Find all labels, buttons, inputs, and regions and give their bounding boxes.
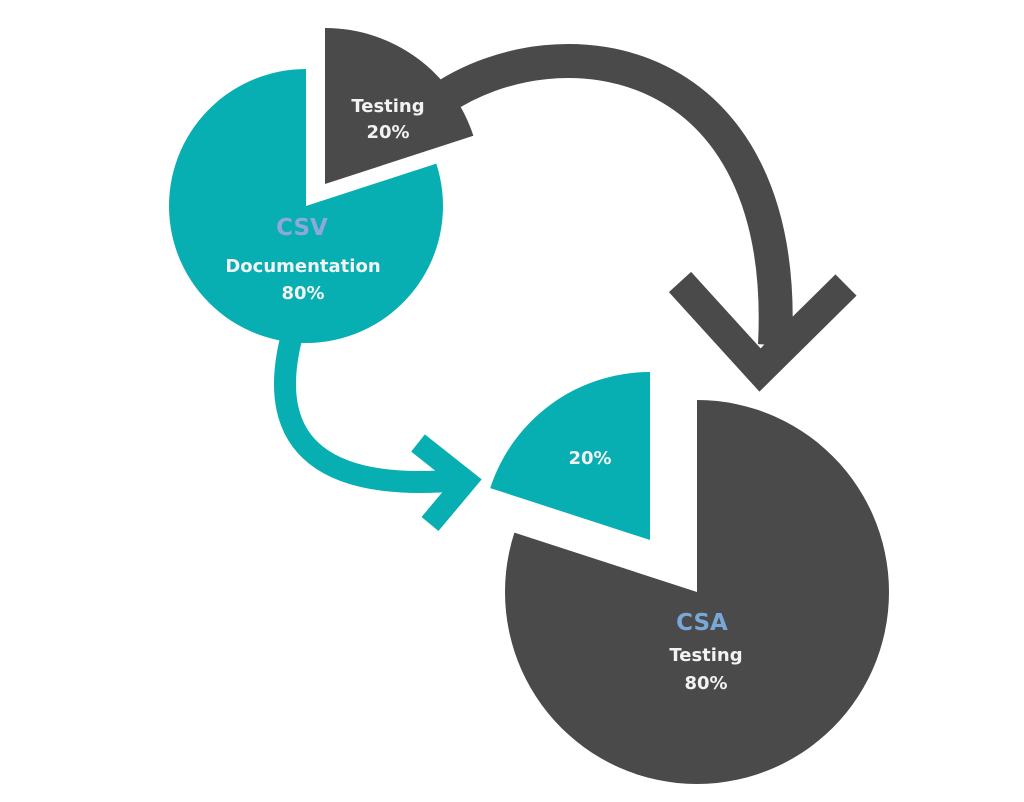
- csa-documentation-slice: [490, 372, 650, 540]
- csv-testing-slice: [325, 28, 474, 184]
- csv-testing-value: 20%: [366, 122, 409, 143]
- documentation-shift-arrow: [273, 332, 462, 493]
- csv-testing-label: Testing: [351, 96, 424, 117]
- csa-testing-label: Testing: [669, 645, 742, 666]
- csa-testing-slice: [505, 400, 890, 784]
- csa-title: CSA: [676, 610, 728, 636]
- csv-documentation-value: 80%: [281, 283, 324, 304]
- testing-shift-arrowhead: [668, 271, 857, 392]
- csa-small-slice-value: 20%: [568, 448, 611, 469]
- testing-shift-arrow: [430, 44, 793, 346]
- documentation-shift-arrowhead: [411, 434, 482, 532]
- csv-documentation-slice: [169, 69, 443, 344]
- csv-documentation-label: Documentation: [225, 256, 380, 277]
- csa-testing-value: 80%: [684, 673, 727, 694]
- csv-title: CSV: [276, 215, 328, 241]
